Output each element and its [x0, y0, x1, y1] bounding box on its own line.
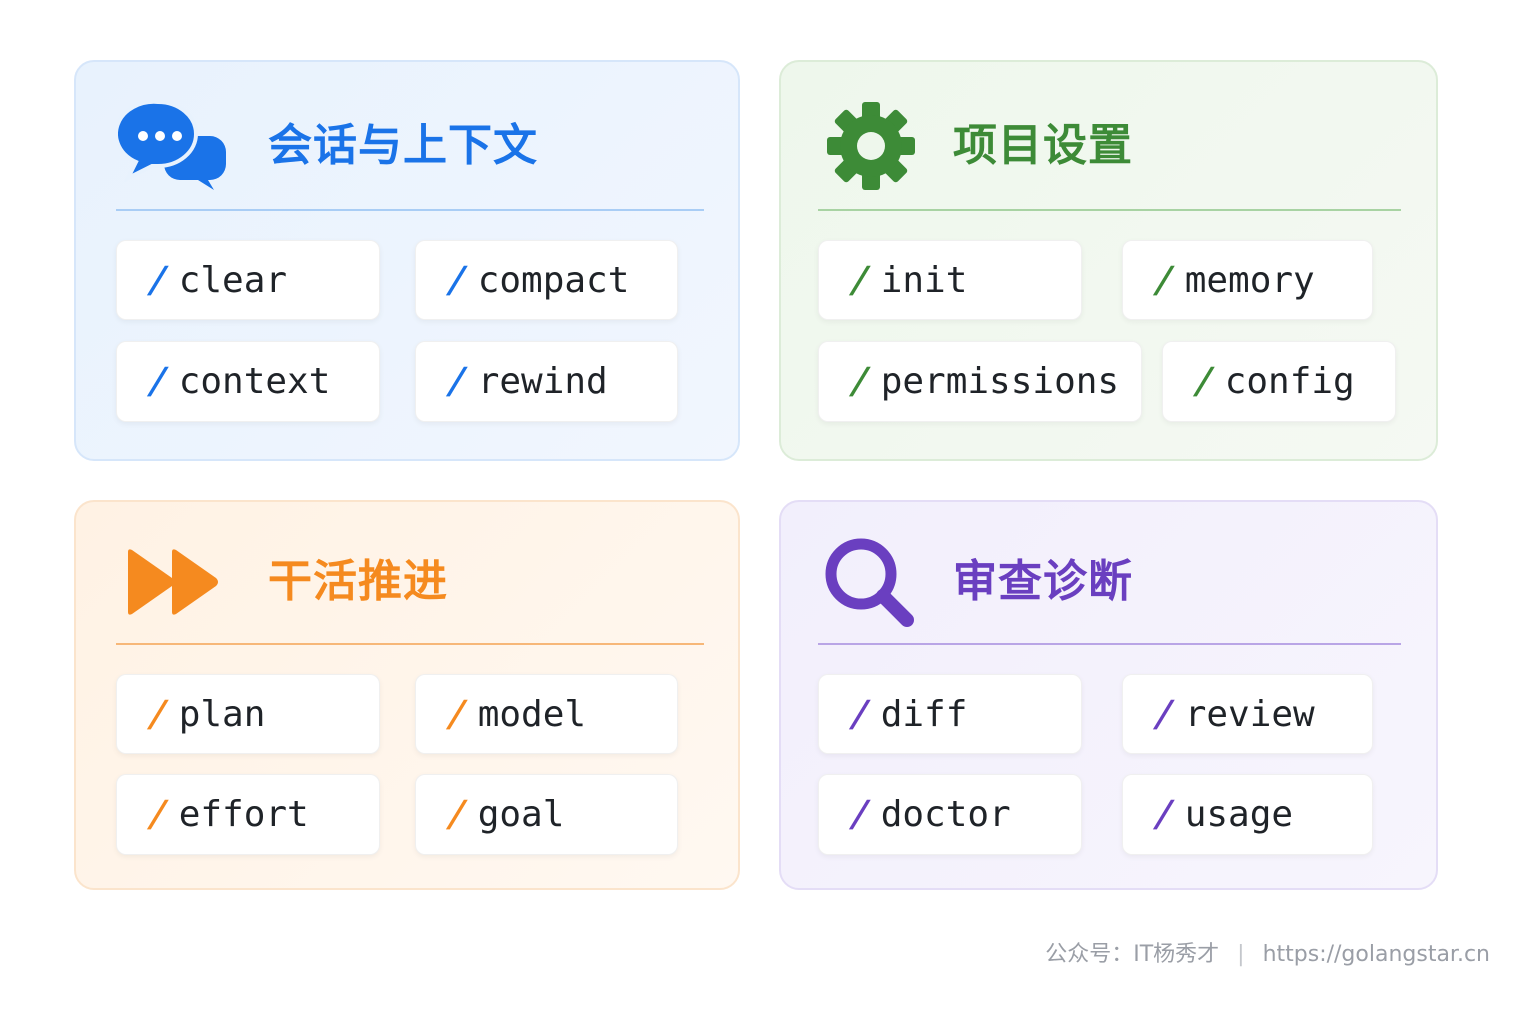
- command-label: model: [477, 693, 587, 735]
- command-chip-rewind[interactable]: / rewind: [415, 341, 678, 422]
- footer-account: 公众号：IT杨秀才: [1045, 942, 1220, 967]
- command-chip-diff[interactable]: / diff: [818, 674, 1082, 754]
- command-chip-effort[interactable]: / effort: [116, 774, 380, 855]
- command-chip-permissions[interactable]: / permissions: [818, 341, 1142, 422]
- command-label: context: [178, 361, 331, 402]
- slash-glyph: /: [1150, 794, 1178, 835]
- footer-url-link[interactable]: https://golangstar.cn: [1262, 942, 1490, 967]
- command-label: usage: [1184, 794, 1294, 835]
- command-chip-plan[interactable]: / plan: [116, 674, 380, 754]
- command-chip-goal[interactable]: / goal: [415, 774, 678, 855]
- panel-session-context: 会话与上下文 / clear / compact / context / rew…: [74, 60, 740, 461]
- fast-forward-icon: [128, 549, 218, 615]
- command-chip-clear[interactable]: / clear: [116, 240, 380, 320]
- panel-title: 干活推进: [268, 556, 448, 607]
- magnifier-icon: [825, 538, 914, 627]
- command-label: rewind: [477, 361, 608, 402]
- command-chip-doctor[interactable]: / doctor: [818, 774, 1082, 855]
- slash-glyph: /: [846, 259, 874, 301]
- slash-glyph: /: [443, 693, 471, 735]
- footer-separator: |: [1237, 942, 1245, 967]
- command-chip-review[interactable]: / review: [1122, 674, 1373, 754]
- command-label: memory: [1184, 259, 1315, 301]
- command-label: diff: [880, 693, 968, 735]
- command-chip-config[interactable]: / config: [1162, 341, 1396, 422]
- footer: 公众号：IT杨秀才 | https://golangstar.cn: [1045, 936, 1490, 968]
- slash-glyph: /: [1190, 361, 1218, 402]
- panel-project-settings: 项目设置 / init / memory / permissions / con…: [779, 60, 1438, 461]
- slash-glyph: /: [1150, 259, 1178, 301]
- divider: [818, 643, 1401, 645]
- divider: [116, 209, 704, 211]
- divider: [116, 643, 704, 645]
- panel-title: 审查诊断: [953, 556, 1133, 607]
- panel-work-progress: 干活推进 / plan / model / effort / goal: [74, 500, 740, 890]
- slash-glyph: /: [144, 361, 172, 402]
- command-label: effort: [178, 794, 309, 835]
- command-chip-memory[interactable]: / memory: [1122, 240, 1373, 320]
- command-chip-usage[interactable]: / usage: [1122, 774, 1373, 855]
- command-label: init: [880, 259, 968, 301]
- command-label: goal: [477, 794, 565, 835]
- slash-glyph: /: [846, 794, 874, 835]
- command-chip-init[interactable]: / init: [818, 240, 1082, 320]
- command-label: plan: [178, 693, 266, 735]
- command-label: doctor: [880, 794, 1011, 835]
- slash-glyph: /: [144, 693, 172, 735]
- gear-icon: [827, 102, 915, 190]
- command-chip-context[interactable]: / context: [116, 341, 380, 422]
- slash-glyph: /: [1150, 693, 1178, 735]
- command-label: permissions: [880, 361, 1120, 402]
- slash-glyph: /: [846, 693, 874, 735]
- chat-bubbles-icon: [118, 100, 226, 190]
- slash-glyph: /: [846, 361, 874, 402]
- command-label: clear: [178, 259, 288, 301]
- command-label: config: [1224, 361, 1355, 402]
- divider: [818, 209, 1401, 211]
- slash-glyph: /: [443, 259, 471, 301]
- command-chip-model[interactable]: / model: [415, 674, 678, 754]
- panel-title: 会话与上下文: [268, 120, 538, 171]
- panel-title: 项目设置: [953, 120, 1133, 171]
- panel-review-diagnostics: 审查诊断 / diff / review / doctor / usage: [779, 500, 1438, 890]
- slash-glyph: /: [144, 259, 172, 301]
- slash-glyph: /: [443, 794, 471, 835]
- slash-glyph: /: [443, 361, 471, 402]
- slash-glyph: /: [144, 794, 172, 835]
- command-label: review: [1184, 693, 1315, 735]
- command-chip-compact[interactable]: / compact: [415, 240, 678, 320]
- command-label: compact: [477, 259, 630, 301]
